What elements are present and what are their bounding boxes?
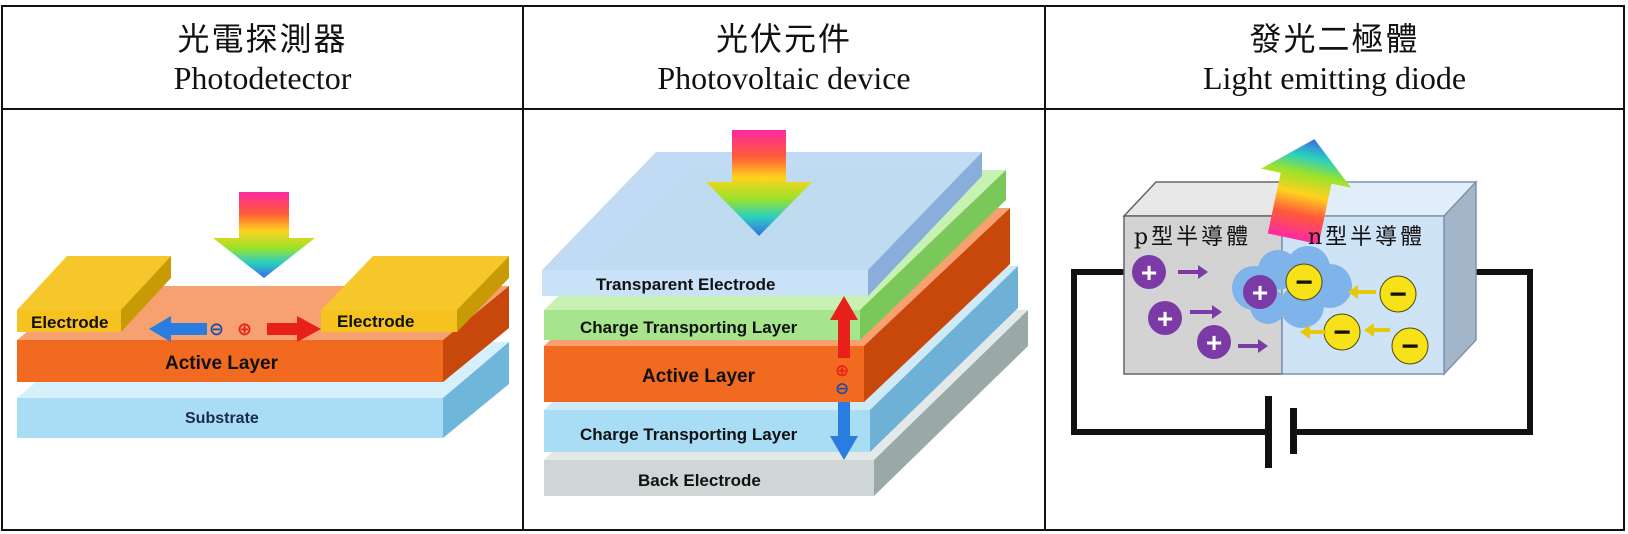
ctl-bottom-label: Charge Transporting Layer xyxy=(580,425,798,444)
hole-particles xyxy=(1132,255,1277,359)
electron-signs: − − − − xyxy=(1295,266,1419,363)
hole-sign: + xyxy=(1141,257,1157,288)
hole-sign: + xyxy=(1206,327,1222,358)
hole-arrow-right xyxy=(267,316,321,342)
n-type-label: n型半導體 xyxy=(1308,225,1425,250)
hole-sign: + xyxy=(1252,277,1268,308)
electron-drift-arrows xyxy=(1300,285,1390,339)
active-layer-label: Active Layer xyxy=(165,353,279,374)
electron-arrow-left xyxy=(149,316,207,342)
electron-sign: − xyxy=(1295,266,1313,299)
active-layer-pv-label: Active Layer xyxy=(642,366,756,387)
electron-sign: − xyxy=(1401,330,1419,363)
circuit-wire xyxy=(1071,269,1533,435)
hole-symbol: ⊕ xyxy=(835,361,849,380)
electron-arrow-down xyxy=(830,402,858,460)
electron-sign: − xyxy=(1333,316,1351,349)
photodetector-diagram: Electrode Electrode ⊖ ⊕ Active Layer Sub… xyxy=(17,192,509,438)
light-arrow xyxy=(706,130,812,236)
electron-sign: − xyxy=(1389,278,1407,311)
battery-icon xyxy=(1265,396,1297,468)
electron-symbol: ⊖ xyxy=(209,319,224,339)
header-photodetector: 光電探測器 Photodetector xyxy=(3,7,522,108)
header-divider xyxy=(3,108,1623,110)
electrode-left-label: Electrode xyxy=(31,313,108,332)
hole-arrow-up xyxy=(830,296,858,358)
hole-sign: + xyxy=(1157,303,1173,334)
header-led: 發光二極體 Light emitting diode xyxy=(1046,7,1623,108)
light-arrow xyxy=(213,192,315,278)
header-zh: 發光二極體 xyxy=(1249,19,1420,58)
hole-drift-arrows xyxy=(1178,265,1268,353)
column-divider-1 xyxy=(522,7,524,529)
electron-symbol: ⊖ xyxy=(835,379,849,398)
p-type-label: p型半導體 xyxy=(1134,225,1251,250)
header-en: Light emitting diode xyxy=(1202,59,1467,96)
header-en: Photovoltaic device xyxy=(657,59,911,96)
photovoltaic-diagram: ⊕ ⊖ Transparent Electrode Charge Transpo… xyxy=(542,130,1028,496)
electrode-left xyxy=(17,256,171,332)
hole-symbol: ⊕ xyxy=(237,319,252,339)
header-zh: 光電探測器 xyxy=(177,19,348,58)
ctl-top-label: Charge Transporting Layer xyxy=(580,318,798,337)
substrate-label: Substrate xyxy=(185,410,259,427)
light-emission-arrow xyxy=(1261,139,1352,245)
electrode-right-label: Electrode xyxy=(337,312,414,331)
column-divider-2 xyxy=(1044,7,1046,529)
led-diagram: p型半導體 n型半導體 + + + + xyxy=(1071,139,1533,468)
header-en: Photodetector xyxy=(173,59,352,96)
header-zh: 光伏元件 xyxy=(715,19,852,58)
header-photovoltaic: 光伏元件 Photovoltaic device xyxy=(524,7,1044,108)
hole-signs: + + + + xyxy=(1141,257,1268,358)
back-electrode-label: Back Electrode xyxy=(638,471,761,490)
electron-particles xyxy=(1285,263,1429,365)
comparison-table: 光電探測器 Photodetector 光伏元件 Photovoltaic de… xyxy=(1,5,1625,531)
electrode-right xyxy=(321,256,509,332)
transparent-electrode-label: Transparent Electrode xyxy=(596,275,776,294)
